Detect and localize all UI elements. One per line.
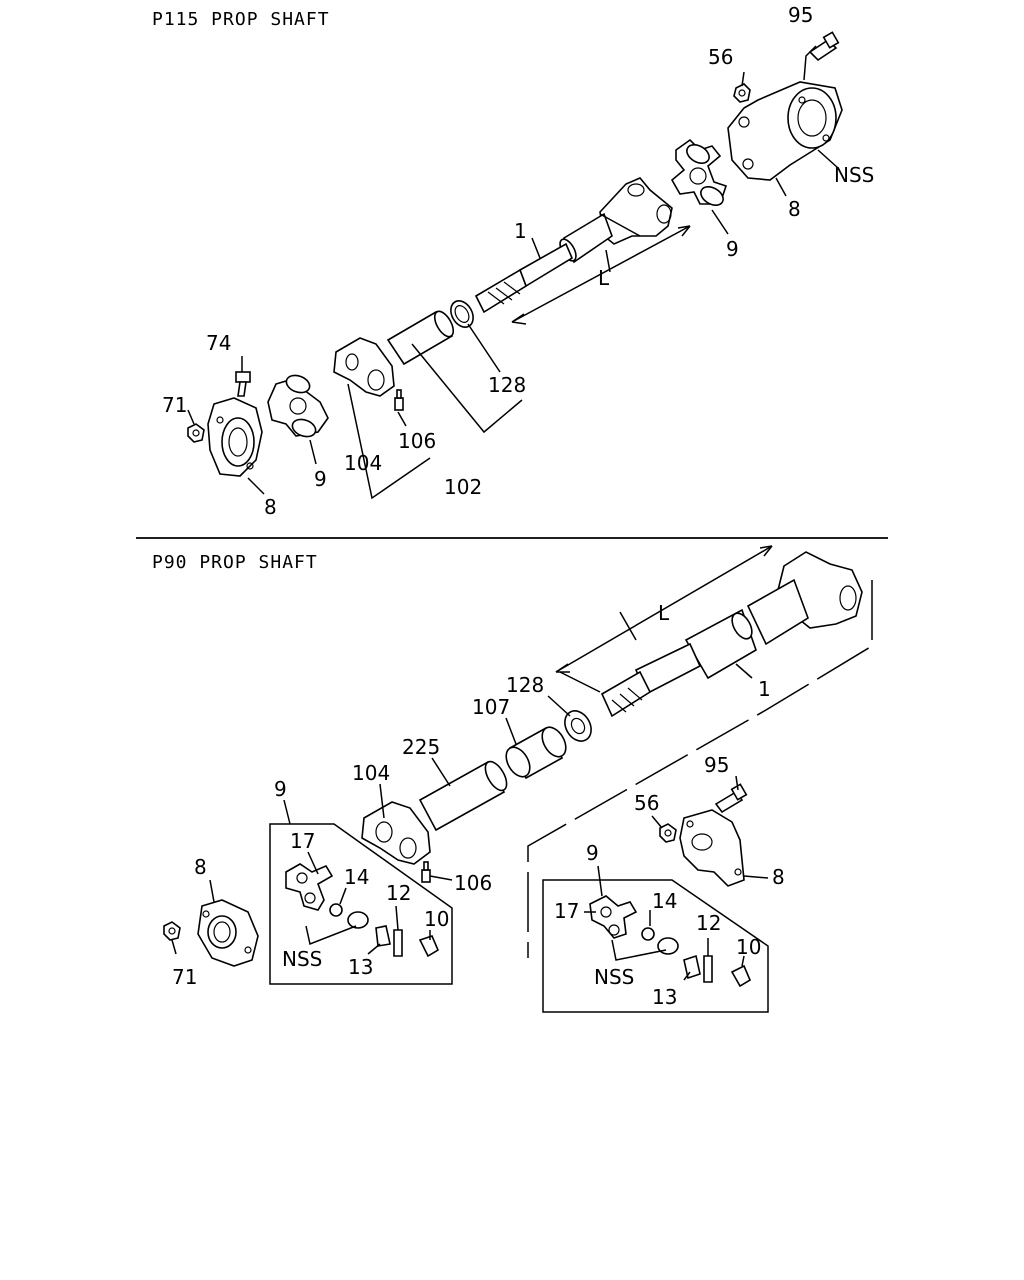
shaft-tube-102 <box>333 310 455 397</box>
slip-yoke-upper <box>474 177 673 314</box>
nut-56-upper <box>733 83 751 103</box>
universal-joint-upper-right <box>670 138 728 206</box>
label-106-p90: 106 <box>454 871 492 895</box>
bolt-95-upper <box>808 31 840 62</box>
grease-fitting-106-p90 <box>421 861 431 883</box>
sleeve-107 <box>505 726 567 780</box>
label-L-p90: L <box>658 601 670 625</box>
nut-56-p90 <box>659 823 677 843</box>
leader-lines-p115 <box>187 45 839 500</box>
label-107: 107 <box>472 695 510 719</box>
bolt-74 <box>235 371 251 397</box>
label-128-upper: 128 <box>488 373 526 397</box>
label-102: 102 <box>444 475 482 499</box>
label-104-upper: 104 <box>344 451 382 475</box>
nut-71-upper <box>187 423 205 443</box>
p90-section: P90 PROP SHAFT <box>152 545 873 1013</box>
leader-lines-p90 <box>171 545 873 981</box>
label-14-left: 14 <box>344 865 369 889</box>
label-17-left: 17 <box>290 829 315 853</box>
label-17-right: 17 <box>554 899 579 923</box>
label-L-upper: L <box>598 266 610 290</box>
label-71-p90: 71 <box>172 965 197 989</box>
label-95-p90: 95 <box>704 753 729 777</box>
label-12-right: 12 <box>696 911 721 935</box>
label-8-lower-left: 8 <box>264 495 277 519</box>
bolt-95-p90 <box>714 783 748 814</box>
label-1-upper: 1 <box>514 219 527 243</box>
label-10-left: 10 <box>424 907 449 931</box>
label-nss-upper: NSS <box>834 163 874 187</box>
flange-yoke-p90-left <box>197 899 259 967</box>
p90-title: P90 PROP SHAFT <box>152 552 318 573</box>
label-74: 74 <box>206 331 231 355</box>
label-9-p90-right: 9 <box>586 841 599 865</box>
label-13-left: 13 <box>348 955 373 979</box>
seal-ring-128-p90 <box>564 710 592 742</box>
label-13-right: 13 <box>652 985 677 1009</box>
universal-joint-lower-left <box>267 374 329 438</box>
p115-section: P115 PROP SHAFT <box>152 3 874 519</box>
label-1-p90: 1 <box>758 677 771 701</box>
p115-title: P115 PROP SHAFT <box>152 9 330 30</box>
label-56-upper: 56 <box>708 45 733 69</box>
nut-71-p90 <box>163 921 181 941</box>
label-9-p90-left: 9 <box>274 777 287 801</box>
label-10-right: 10 <box>736 935 761 959</box>
label-95-upper: 95 <box>788 3 813 27</box>
label-8-p90-left: 8 <box>194 855 207 879</box>
flange-yoke-upper-right <box>727 81 843 181</box>
label-106-upper: 106 <box>398 429 436 453</box>
label-104-p90: 104 <box>352 761 390 785</box>
label-nss-left: NSS <box>282 947 322 971</box>
slip-yoke-p90 <box>600 551 863 718</box>
label-12-left: 12 <box>386 881 411 905</box>
flange-yoke-lower-left <box>207 397 263 477</box>
label-8-upper-right: 8 <box>788 197 801 221</box>
label-225: 225 <box>402 735 440 759</box>
label-nss-right: NSS <box>594 965 634 989</box>
shaft-tube-225 <box>361 760 508 865</box>
label-56-p90: 56 <box>634 791 659 815</box>
flange-yoke-p90-right <box>679 809 745 887</box>
ujoint-kit-left <box>269 823 453 985</box>
grease-fitting-106-upper <box>394 389 404 411</box>
label-128-p90: 128 <box>506 673 544 697</box>
label-71-upper: 71 <box>162 393 187 417</box>
label-8-p90-right: 8 <box>772 865 785 889</box>
label-9-upper-right: 9 <box>726 237 739 261</box>
label-9-lower-left: 9 <box>314 467 327 491</box>
label-14-right: 14 <box>652 889 677 913</box>
